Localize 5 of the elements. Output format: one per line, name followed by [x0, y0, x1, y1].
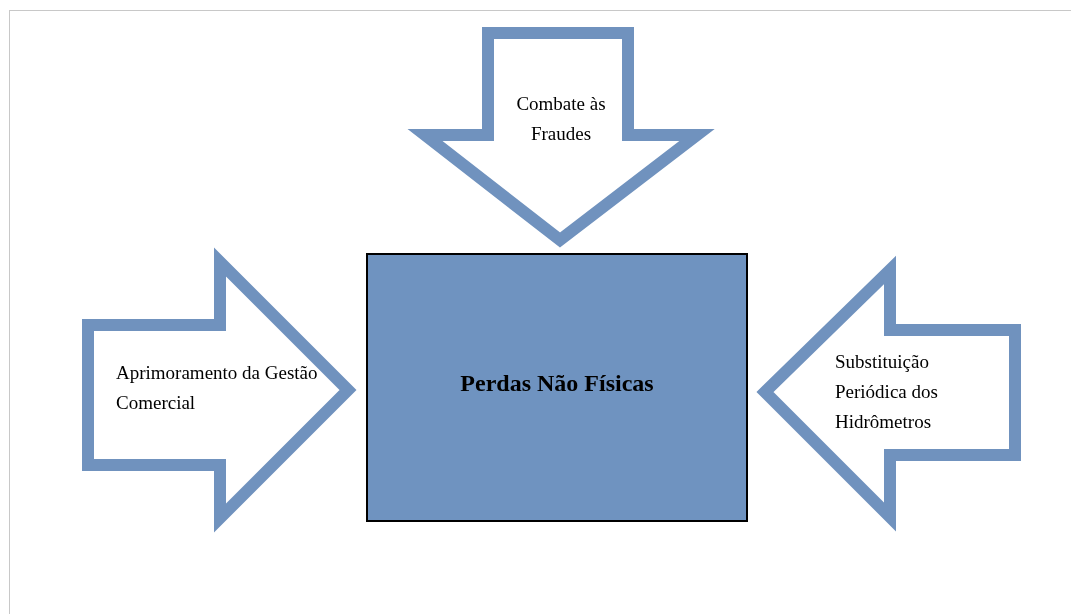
box-title: Perdas Não Físicas [460, 370, 654, 397]
arrow-label: Substituição Periódica dos Hidrômetros [835, 350, 939, 434]
arrow-label: Combate às Fraudes [515, 92, 607, 146]
process-box [366, 253, 748, 522]
arrow-label: Aprimoramento da Gestão Comercial [116, 361, 319, 415]
